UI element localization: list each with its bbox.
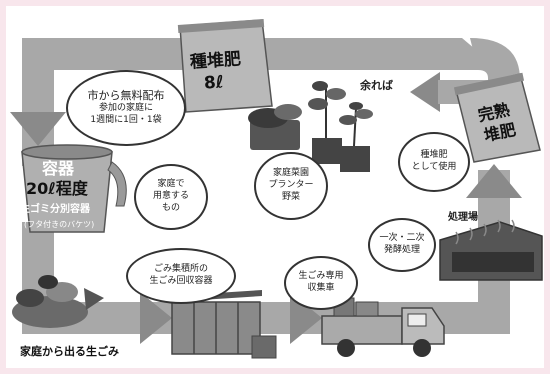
processing-bubble: 一次・二次 発酵処理	[368, 218, 436, 272]
arrow-bottom-head-1	[140, 292, 172, 344]
truck-line2: 収集車	[307, 283, 335, 293]
use-compost-line2: として使用	[411, 162, 457, 172]
processing-line1: 一次・二次	[379, 233, 425, 244]
truck-line1: 生ごみ専用	[298, 271, 344, 282]
use-compost-line1: 種堆肥	[420, 150, 448, 161]
collection-point-bubble: ごみ集積所の 生ごみ回収容器	[126, 248, 236, 304]
use-compost-bubble: 種堆肥 として使用	[398, 132, 470, 192]
distribution-bubble: 市から無料配布 参加の家庭に 1週間に1回・1袋	[66, 70, 186, 146]
collection-point-line2: 生ごみ回収容器	[149, 276, 213, 286]
distribution-line2: 参加の家庭に	[98, 103, 153, 114]
collection-point-line1: ごみ集積所の	[153, 264, 208, 275]
distribution-line3: 1週間に1回・1袋	[90, 115, 162, 126]
arrow-to-plants-head	[410, 72, 440, 112]
arrow-bottom-head-2	[290, 292, 322, 344]
truck-bubble: 生ごみ専用 収集車	[284, 256, 358, 310]
food-waste-pile	[12, 275, 104, 328]
processing-plant	[439, 219, 543, 281]
home-use-line1: 家庭で	[157, 179, 185, 190]
compost-bag-title: 種堆肥	[189, 49, 242, 73]
distribution-line1: 市から無料配布	[87, 89, 165, 103]
garden-line3: 野菜	[281, 191, 300, 202]
surplus-label: 余れば	[360, 79, 393, 92]
arrow-top	[54, 38, 488, 70]
plant-label: 処理場	[448, 212, 478, 223]
container-name: 生ゴミ分別容器	[20, 204, 90, 215]
arrow-left-head	[10, 112, 66, 146]
home-waste-label: 家庭から出る生ごみ	[20, 345, 119, 358]
arrow-right-head	[466, 164, 522, 198]
garden-line2: プランター	[268, 180, 314, 191]
container-note: (フタ付きのバケツ)	[24, 220, 95, 229]
compost-bag	[177, 19, 273, 113]
garden-line1: 家庭菜園	[272, 168, 309, 179]
vegetable-planters	[248, 81, 373, 172]
garden-bubble: 家庭菜園 プランター 野菜	[254, 152, 328, 220]
collection-truck	[321, 297, 445, 357]
bucket-container	[21, 144, 127, 233]
container-size: 20ℓ程度	[26, 179, 88, 198]
compost-bag-amount: 8ℓ	[203, 72, 225, 94]
processing-line2: 発酵処理	[383, 245, 420, 255]
home-use-line3: もの	[161, 202, 180, 213]
finished-compost-bag	[453, 72, 541, 163]
container-title: 容器	[42, 159, 75, 178]
home-use-line2: 用意する	[152, 191, 189, 202]
home-use-bubble: 家庭で 用意する もの	[134, 164, 208, 230]
